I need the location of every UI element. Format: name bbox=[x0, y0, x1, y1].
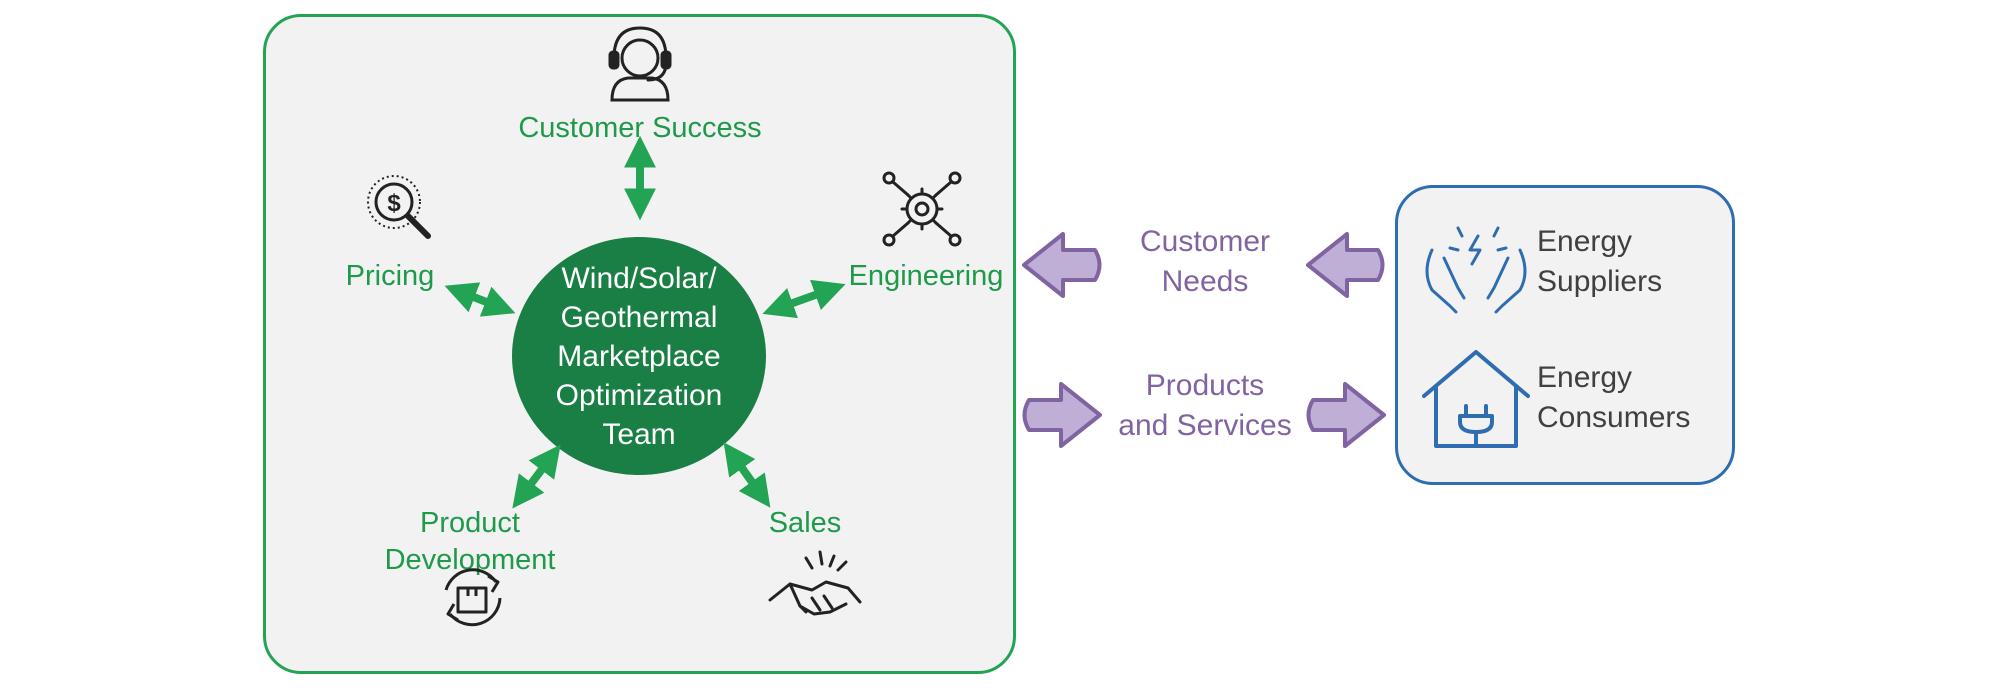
arrow-engineering bbox=[762, 279, 846, 319]
customer-needs-line-2: Needs bbox=[1161, 265, 1249, 298]
arrow-pricing bbox=[444, 282, 516, 317]
house-plug-icon bbox=[1422, 350, 1530, 448]
products-services-label: Products and Services bbox=[1095, 366, 1315, 446]
hub-line-4: Optimization bbox=[555, 378, 723, 412]
hub-line-2: Geothermal bbox=[560, 300, 718, 334]
arrow-market-to-needs bbox=[1306, 232, 1385, 298]
market-panel bbox=[1395, 185, 1735, 485]
hub-line-5: Team bbox=[602, 417, 676, 451]
energy-consumers-label: Energy Consumers bbox=[1537, 358, 1690, 438]
arrow-products-to-market bbox=[1306, 382, 1386, 448]
gear-network-icon bbox=[882, 171, 962, 247]
arrow-needs-to-team bbox=[1022, 232, 1102, 298]
pricing-label: Pricing bbox=[345, 260, 435, 292]
hands-energy-icon bbox=[1425, 226, 1527, 314]
customer-needs-label: Customer Needs bbox=[1105, 222, 1305, 302]
arrow-sales bbox=[723, 442, 771, 508]
hub-label: Wind/Solar/ Geothermal Marketplace Optim… bbox=[534, 259, 744, 454]
energy-suppliers-label: Energy Suppliers bbox=[1537, 222, 1662, 302]
arrow-product-development bbox=[512, 444, 561, 509]
product-development-line-1: Product bbox=[420, 507, 520, 539]
products-services-line-2: and Services bbox=[1118, 409, 1292, 442]
customer-support-headset-icon bbox=[608, 26, 672, 102]
customer-needs-line-1: Customer bbox=[1139, 225, 1271, 258]
svg-text:$: $ bbox=[387, 190, 401, 217]
dollar-magnifier-icon: $ bbox=[367, 175, 431, 239]
sales-label: Sales bbox=[768, 507, 842, 539]
products-services-line-1: Products bbox=[1145, 369, 1265, 402]
product-development-label: Product Development bbox=[370, 505, 570, 579]
box-cycle-icon bbox=[444, 568, 502, 627]
energy-consumers-line-2: Consumers bbox=[1537, 401, 1691, 434]
hub-circle: Wind/Solar/ Geothermal Marketplace Optim… bbox=[512, 237, 766, 475]
energy-suppliers-line-2: Suppliers bbox=[1537, 265, 1663, 298]
arrow-team-to-products bbox=[1022, 382, 1102, 448]
energy-suppliers-line-1: Energy bbox=[1537, 225, 1633, 258]
hub-line-1: Wind/Solar/ bbox=[561, 261, 717, 295]
hub-line-3: Marketplace bbox=[557, 339, 721, 373]
energy-consumers-line-1: Energy bbox=[1537, 361, 1633, 394]
engineering-label: Engineering bbox=[848, 260, 1004, 292]
handshake-icon bbox=[768, 550, 862, 616]
